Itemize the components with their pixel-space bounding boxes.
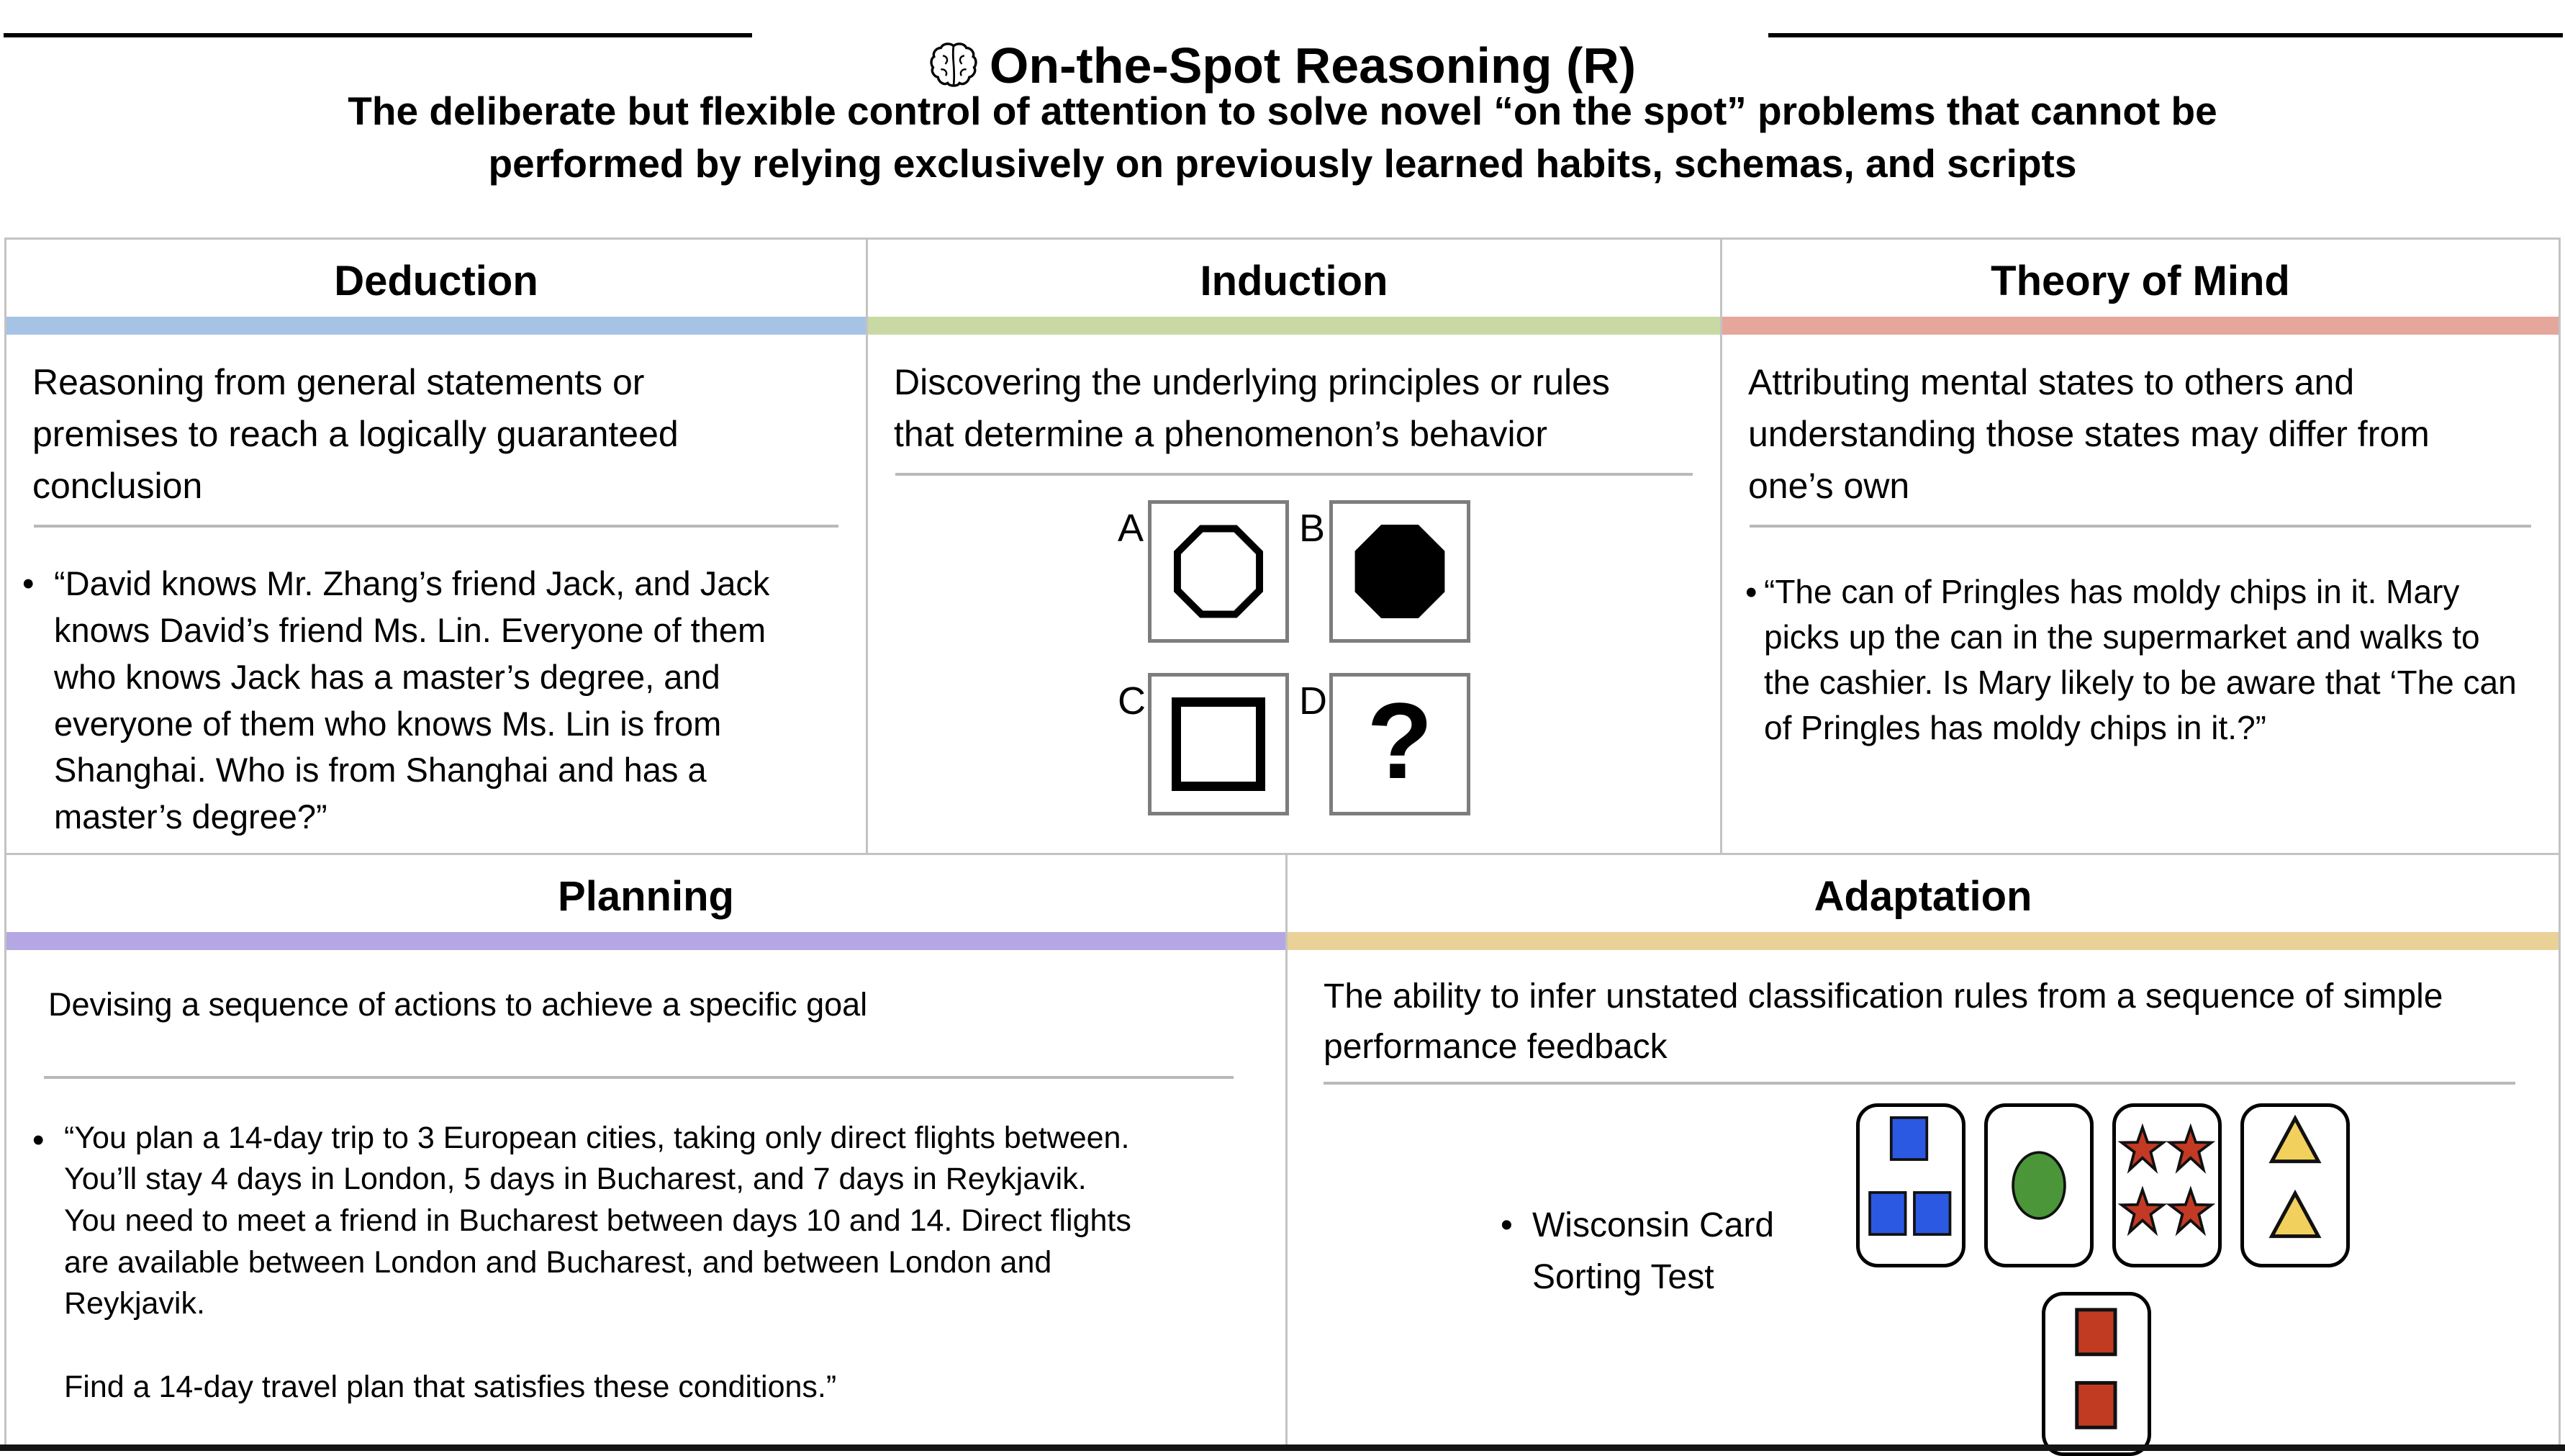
theory-of-mind-example-text: “The can of Pringles has moldy chips in … <box>1764 573 2517 747</box>
adaptation-description: The ability to infer unstated classifica… <box>1324 977 2443 1066</box>
planning-example: • “You plan a 14-day trip to 3 European … <box>6 1079 1285 1408</box>
page-subtitle: The deliberate but flexible control of a… <box>0 85 2565 190</box>
page-title-text: On-the-Spot Reasoning (R) <box>989 37 1637 94</box>
figure-label-c: C <box>1118 679 1146 723</box>
card-three-blue-squares <box>1856 1103 1965 1268</box>
octagon-filled-icon <box>1354 525 1445 618</box>
planning-example-para1: “You plan a 14-day trip to 3 European ci… <box>64 1120 1131 1321</box>
induction-description: Discovering the underlying principles or… <box>894 362 1610 454</box>
card-four-red-stars <box>2112 1103 2222 1268</box>
deduction-description: Reasoning from general statements or pre… <box>32 362 679 506</box>
card-one-green-oval <box>1984 1103 2094 1268</box>
question-mark: ? <box>1367 680 1433 801</box>
octagon-outline-icon <box>1174 525 1263 618</box>
deduction-divider <box>34 525 838 528</box>
deduction-accent-bar <box>6 317 866 335</box>
card-two-red-squares <box>2042 1292 2151 1456</box>
bullet-dot: • <box>1501 1206 1513 1245</box>
figure-label-d: D <box>1299 679 1327 723</box>
planning-example-para2: Find a 14-day travel plan that satisfies… <box>64 1369 837 1404</box>
figure-label-b: B <box>1299 507 1326 550</box>
four-red-stars-icon <box>2120 1126 2213 1234</box>
three-blue-squares-icon <box>1868 1116 1952 1236</box>
theory-of-mind-accent-bar <box>1722 317 2559 335</box>
theory-of-mind-divider <box>1750 525 2531 528</box>
deduction-title: Deduction <box>334 258 538 304</box>
reasoning-grid: Deduction Reasoning from general stateme… <box>4 238 2561 1456</box>
figure-item-a: A <box>1118 500 1289 643</box>
induction-divider <box>895 473 1693 476</box>
two-red-squares-icon <box>2075 1308 2117 1429</box>
planning-title: Planning <box>558 873 734 920</box>
adaptation-section: Adaptation The ability to infer unstated… <box>1288 855 2559 1456</box>
induction-figure: A B C <box>1118 500 1470 815</box>
brain-icon <box>930 42 977 87</box>
adaptation-accent-bar <box>1288 932 2559 950</box>
bullet-dot: • <box>22 564 35 602</box>
question-mark-box: ? <box>1329 673 1470 815</box>
planning-section: Planning Devising a sequence of actions … <box>6 855 1288 1444</box>
bottom-rule <box>0 1444 2565 1451</box>
wcst-label-text: Wisconsin Card Sorting Test <box>1532 1200 1774 1303</box>
grid-row-bottom: Planning Devising a sequence of actions … <box>6 855 2559 1456</box>
induction-accent-bar <box>868 317 1720 335</box>
planning-divider <box>44 1075 1234 1079</box>
deduction-section: Deduction Reasoning from general stateme… <box>6 240 868 853</box>
planning-example-text: “You plan a 14-day trip to 3 European ci… <box>64 1118 1144 1408</box>
figure-item-d: D ? <box>1299 673 1470 815</box>
grid-row-top: Deduction Reasoning from general stateme… <box>6 240 2559 855</box>
square-outline-box <box>1148 673 1289 815</box>
theory-of-mind-title: Theory of Mind <box>1991 258 2290 304</box>
subtitle-line-1: The deliberate but flexible control of a… <box>348 89 2217 133</box>
bullet-dot: • <box>32 1120 45 1159</box>
title-rule-right <box>1768 33 2563 37</box>
wcst-label-line2: Sorting Test <box>1532 1258 1714 1297</box>
induction-section: Induction Discovering the underlying pri… <box>868 240 1722 853</box>
adaptation-title: Adaptation <box>1814 873 2032 920</box>
planning-description: Devising a sequence of actions to achiev… <box>48 986 868 1023</box>
figure-item-b: B <box>1299 500 1470 643</box>
page-title: On-the-Spot Reasoning (R) <box>0 37 2565 94</box>
adaptation-divider <box>1324 1082 2515 1085</box>
subtitle-line-2: performed by relying exclusively on prev… <box>488 141 2077 186</box>
green-oval-icon <box>2012 1151 2066 1220</box>
induction-title: Induction <box>1200 258 1388 304</box>
theory-of-mind-section: Theory of Mind Attributing mental states… <box>1722 240 2559 853</box>
planning-accent-bar <box>6 932 1285 950</box>
octagon-outline-box <box>1148 500 1289 643</box>
card-two-yellow-triangles <box>2240 1103 2350 1268</box>
deduction-example: • “David knows Mr. Zhang’s friend Jack, … <box>6 528 866 841</box>
theory-of-mind-example: • “The can of Pringles has moldy chips i… <box>1722 528 2559 751</box>
wcst-stimulus-cards <box>1856 1103 2350 1268</box>
two-yellow-triangles-icon <box>2268 1114 2322 1239</box>
wcst-label-line1: Wisconsin Card <box>1532 1206 1775 1245</box>
title-rule-left <box>4 33 752 37</box>
figure-label-a: A <box>1118 507 1144 550</box>
square-outline-icon <box>1172 697 1265 791</box>
theory-of-mind-description: Attributing mental states to others and … <box>1748 362 2430 506</box>
deduction-example-text: “David knows Mr. Zhang’s friend Jack, an… <box>54 564 770 836</box>
wcst-label: • Wisconsin Card Sorting Test <box>1501 1200 1774 1303</box>
figure-item-c: C <box>1118 673 1289 815</box>
adaptation-figure: • Wisconsin Card Sorting Test <box>1288 1085 2559 1456</box>
octagon-filled-box <box>1329 500 1470 643</box>
bullet-dot: • <box>1745 573 1758 611</box>
